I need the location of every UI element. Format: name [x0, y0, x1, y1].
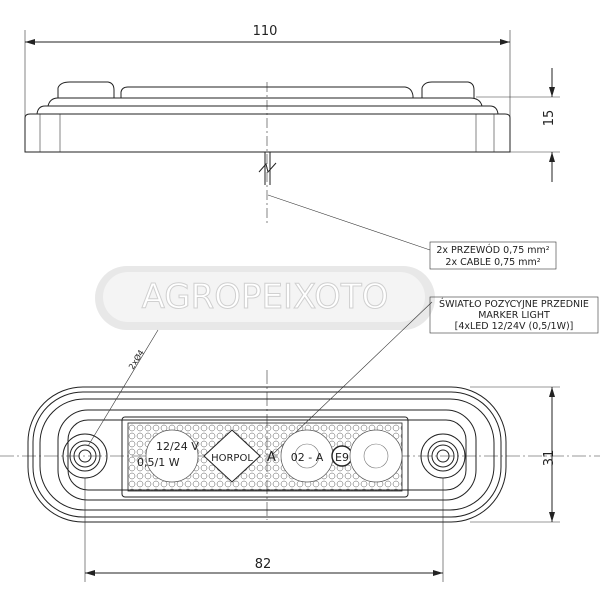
svg-text:2x CABLE 0,75 mm²: 2x CABLE 0,75 mm²	[445, 257, 540, 268]
front-height-label: 31	[542, 450, 557, 467]
lens-symbol-a: A	[267, 450, 276, 465]
width-dimension-label: 110	[253, 24, 278, 39]
svg-text:0,5/1 W: 0,5/1 W	[137, 456, 180, 469]
watermark-text: AGROPEIXOTO	[142, 277, 389, 317]
height-dimension-label: 15	[542, 110, 557, 127]
side-view: 110 15	[24, 24, 560, 225]
svg-text:HORPOL: HORPOL	[211, 453, 253, 464]
front-view: 12/24 V 0,5/1 W HORPOL 02 - A E9 A 2xØ4 …	[0, 329, 600, 582]
svg-text:2x PRZEWÓD 0,75 mm²: 2x PRZEWÓD 0,75 mm²	[436, 244, 549, 256]
cable-exit	[258, 152, 277, 185]
mounting-hole-left	[62, 433, 108, 479]
watermark: AGROPEIXOTO	[95, 266, 435, 330]
hole-spacing-label: 82	[255, 557, 272, 572]
svg-text:12/24 V: 12/24 V	[156, 440, 199, 453]
hole-diameter-label: 2xØ4	[126, 348, 146, 371]
callout-cable: 2x PRZEWÓD 0,75 mm² 2x CABLE 0,75 mm²	[267, 194, 557, 270]
svg-text:02 - A: 02 - A	[291, 451, 324, 464]
svg-text:[4xLED 12/24V (0,5/1W)]: [4xLED 12/24V (0,5/1W)]	[455, 321, 574, 332]
svg-text:MARKER LIGHT: MARKER LIGHT	[478, 310, 550, 321]
svg-text:ŚWIATŁO POZYCYJNE PRZEDNIE: ŚWIATŁO POZYCYJNE PRZEDNIE	[439, 298, 589, 310]
svg-text:E9: E9	[335, 451, 349, 464]
